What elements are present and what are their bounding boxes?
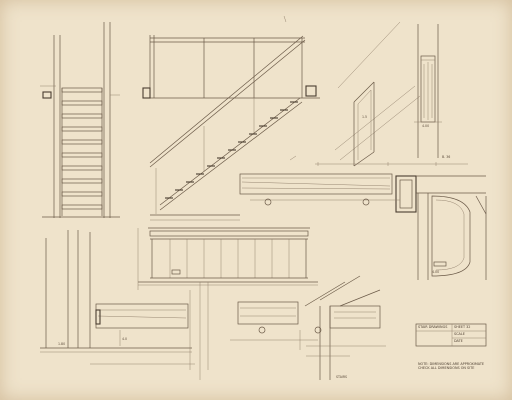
- svg-text:B. 36: B. 36: [442, 155, 450, 159]
- ladder-elevation: [40, 22, 120, 218]
- title-block-frame: [415, 323, 487, 347]
- diagonal-guide-lines: [334, 21, 421, 161]
- bracket-detail: 4.00: [417, 193, 487, 280]
- svg-text:4.00: 4.00: [422, 124, 429, 128]
- svg-text:1.80: 1.80: [58, 342, 65, 346]
- svg-text:4.0: 4.0: [122, 337, 127, 341]
- ladder-rungs: [61, 87, 103, 210]
- profile-detail: STAIRS: [304, 275, 386, 380]
- post-section: 4.00 B. 36: [414, 24, 450, 159]
- svg-text:STAIRS: STAIRS: [336, 375, 347, 379]
- title-block: STAIR DRAWINGS SHEET 32 SCALE DATE NOTE:…: [416, 324, 486, 370]
- title-line-5: NOTE: DIMENSIONS ARE APPROXIMATE: [418, 362, 485, 366]
- title-line-4: DATE: [454, 339, 463, 343]
- title-line-1: STAIR DRAWINGS: [418, 325, 448, 329]
- door-detail: 1.5: [353, 81, 375, 167]
- title-line-3: SCALE: [454, 332, 465, 336]
- stair-treads: [165, 101, 298, 199]
- title-line-6: CHECK ALL DIMENSIONS ON SITE: [418, 366, 475, 370]
- stair-elevation: [142, 35, 320, 221]
- svg-text:1.5: 1.5: [362, 115, 367, 119]
- railing-elevation: [137, 227, 318, 290]
- svg-text:4.00: 4.00: [432, 270, 439, 274]
- floor-detail: [199, 282, 318, 380]
- north-mark: [283, 15, 287, 23]
- title-line-2: SHEET 32: [454, 325, 471, 329]
- wall-section: 1.80 4.0: [40, 230, 195, 370]
- beam-section: [239, 162, 486, 213]
